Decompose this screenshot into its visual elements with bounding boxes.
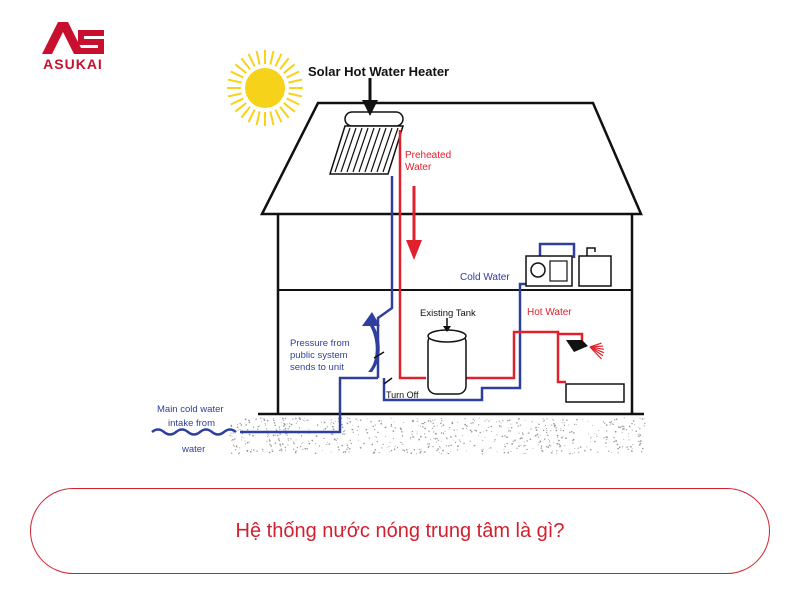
brand-logo: ASUKAI [28, 18, 118, 76]
label-pressure-line1: Pressure from [290, 338, 350, 349]
label-preheated-line2: Water [405, 162, 432, 173]
existing-tank-icon [427, 318, 467, 395]
bathtub-icon [565, 383, 625, 403]
solar-collector-icon [328, 111, 405, 175]
title-arrow-icon [362, 78, 378, 116]
sink-icon [578, 247, 612, 287]
label-main-line3: water [181, 444, 205, 455]
caption-text: Hệ thống nước nóng trung tâm là gì? [235, 519, 565, 542]
label-cold-water: Cold Water [460, 272, 510, 283]
label-turn-off: Turn Off [386, 390, 419, 400]
washing-machine-icon [525, 255, 573, 287]
preheated-arrow-icon [406, 186, 422, 260]
asukai-logo-icon [42, 22, 104, 54]
label-existing-tank: Existing Tank [420, 308, 476, 319]
label-main-line1: Main cold water [157, 404, 224, 415]
label-hot-water: Hot Water [527, 307, 572, 318]
brand-name: ASUKAI [43, 56, 103, 72]
shower-icon [566, 340, 605, 360]
caption-box: Hệ thống nước nóng trung tâm là gì? [30, 488, 770, 574]
label-pressure-line3: sends to unit [290, 362, 344, 373]
diagram-title: Solar Hot Water Heater [308, 64, 449, 79]
ground-texture [229, 417, 646, 455]
label-main-line2: intake from [168, 418, 215, 429]
valve-icon [373, 351, 393, 385]
sun-icon [227, 50, 303, 126]
label-pressure-line2: public system [290, 350, 348, 361]
label-preheated-line1: Preheated [405, 150, 451, 161]
